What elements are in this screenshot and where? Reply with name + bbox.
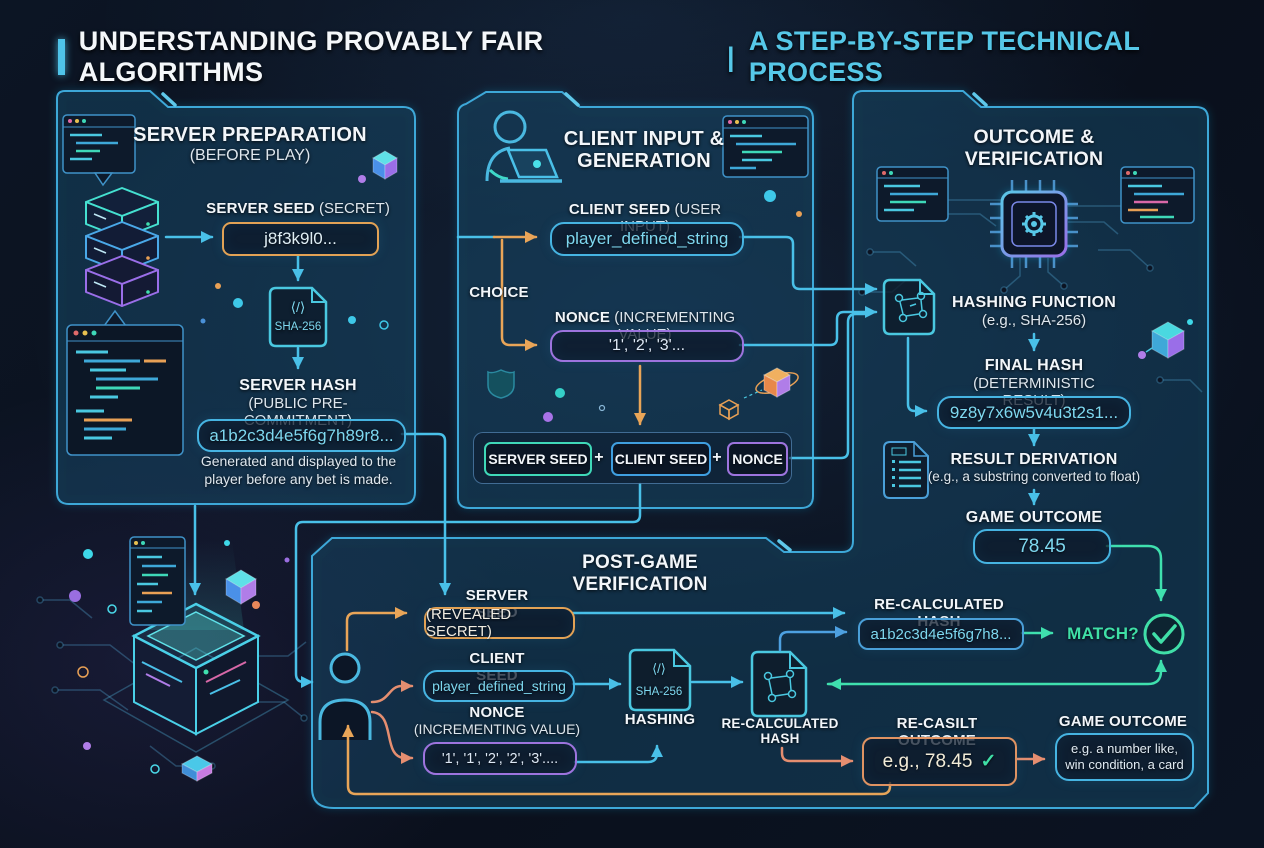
plus-sign-2: +: [712, 449, 722, 466]
code-window-server-editor: [66, 309, 184, 456]
combine-server-seed-chip: SERVER SEED: [484, 442, 592, 476]
circuit-traces: [36, 199, 1203, 770]
sha-file-label: SHA-256: [274, 321, 322, 333]
code-window-server-top: [62, 114, 136, 187]
pg-client-seed-value-box: player_defined_string: [423, 670, 575, 702]
cube-decoration-small-flat: [180, 755, 214, 782]
final-hash-value-box: 9z8y7x6w5v4u3t2s1...: [937, 396, 1131, 429]
result-list-file-icon: [883, 441, 929, 499]
flow-arrows-blue: [778, 626, 848, 652]
pg-server-seed-value-box: (REVEALED SECRET): [424, 606, 575, 640]
recalc-outcome-value-box: e.g., 78.45 ✓: [862, 737, 1017, 786]
title-separator: |: [727, 41, 735, 72]
server-stack-icon: [85, 187, 159, 307]
dot-decorations: [69, 175, 802, 774]
cube-decoration-float: [225, 569, 257, 605]
server-hash-label: SERVER HASH: [239, 377, 357, 394]
pg-nonce-value-box: '1', '1', '2', '2', '3'....: [423, 742, 577, 775]
cube-decoration-outcome: [1138, 319, 1193, 359]
hashing-function-note: (e.g., SHA-256): [981, 312, 1087, 329]
shield-icon: [487, 369, 515, 399]
result-derivation-label: RESULT DERIVATION: [950, 451, 1118, 468]
code-window-outcome-left: [876, 166, 949, 222]
hashing-caption: HASHING: [624, 711, 696, 728]
sha-file-glyph: ⟨/⟩: [290, 299, 306, 315]
combine-nonce-chip: NONCE: [727, 442, 788, 476]
server-seed-label: SERVER SEED (SECRET): [206, 200, 390, 217]
nonce-value-box: '1', '2', '3'...: [550, 330, 744, 362]
match-check-icon: [1143, 613, 1185, 655]
pg-game-outcome-value-box: e.g. a number like, win condition, a car…: [1055, 733, 1194, 781]
recalc-network-file-icon: [750, 650, 808, 718]
match-label: MATCH?: [1067, 624, 1139, 643]
final-hash-label: FINAL HASH: [984, 357, 1084, 374]
pg-sha-file-label: SHA-256: [635, 686, 683, 698]
code-window-outcome-right: [1120, 166, 1195, 224]
client-panel-frame: [457, 91, 814, 509]
result-derivation-note: (e.g., a substring converted to float): [927, 469, 1141, 484]
plus-sign-1: +: [594, 449, 604, 466]
sha256-file-icon-postgame: [628, 648, 692, 712]
flow-arrows-green: [826, 544, 1167, 690]
recalc-file-caption-1: RE-CALCULATED: [721, 716, 839, 731]
pg-nonce-label: NONCE: [469, 704, 525, 721]
title-accent: A STEP-BY-STEP TECHNICAL PROCESS: [748, 26, 1140, 87]
frame-slash-decorations: [161, 92, 988, 552]
cpu-chip-icon: [990, 180, 1078, 268]
server-hash-caption-2: player before any bet is made.: [204, 471, 393, 487]
hashing-function-label: HASHING FUNCTION: [951, 294, 1117, 311]
recalc-hash-value-box: a1b2c3d4e5f6g7h8...: [858, 618, 1024, 650]
server-hash-caption-1: Generated and displayed to the: [200, 453, 397, 469]
server-panel-title: SERVER PREPARATION: [133, 124, 367, 146]
flow-arrows-orange: [342, 231, 892, 796]
client-panel-title-1: CLIENT INPUT &: [563, 128, 725, 150]
client-seed-value-box: player_defined_string: [550, 222, 744, 256]
title-accent-bar: [58, 39, 65, 75]
choice-label: CHOICE: [469, 284, 529, 301]
server-hash-value-box: a1b2c3d4e5f6g7h89r8...: [197, 419, 406, 452]
recalc-file-caption-2: HASH: [760, 731, 800, 746]
sha256-file-icon: [268, 286, 328, 348]
code-window-client: [722, 115, 809, 178]
title-main: UNDERSTANDING PROVABLY FAIR ALGORITHMS: [78, 26, 544, 87]
code-window-bottom-left: [129, 536, 186, 626]
cube-decoration-client-orbit: [718, 367, 799, 421]
outcome-panel-title: OUTCOME & VERIFICATION: [964, 126, 1104, 171]
postgame-panel-title: POST-GAME VERIFICATION: [572, 552, 708, 595]
server-panel-subtitle: (BEFORE PLAY): [189, 147, 311, 164]
combine-client-seed-chip: CLIENT SEED: [611, 442, 711, 476]
client-panel-title-2: GENERATION: [577, 150, 711, 172]
page-title: UNDERSTANDING PROVABLY FAIR ALGORITHMS |…: [58, 26, 1264, 88]
game-outcome-label: GAME OUTCOME: [965, 509, 1103, 526]
flow-arrows-salmon: [370, 680, 1046, 767]
recalc-check-icon: ✓: [980, 751, 997, 772]
server-seed-value-box: j8f3k9l0...: [222, 222, 379, 256]
pg-sha-file-glyph: ⟨/⟩: [652, 661, 666, 676]
hash-network-file-icon: [882, 278, 936, 336]
cube-decoration-server: [372, 150, 398, 180]
person-laptop-icon: [485, 110, 562, 183]
pg-game-outcome-label: GAME OUTCOME: [1058, 713, 1188, 730]
person-icon: [318, 652, 372, 740]
game-outcome-value-box: 78.45: [973, 529, 1111, 564]
flow-arrows-cyan: [164, 231, 1040, 764]
pg-nonce-note: (INCREMENTING VALUE): [413, 721, 581, 737]
